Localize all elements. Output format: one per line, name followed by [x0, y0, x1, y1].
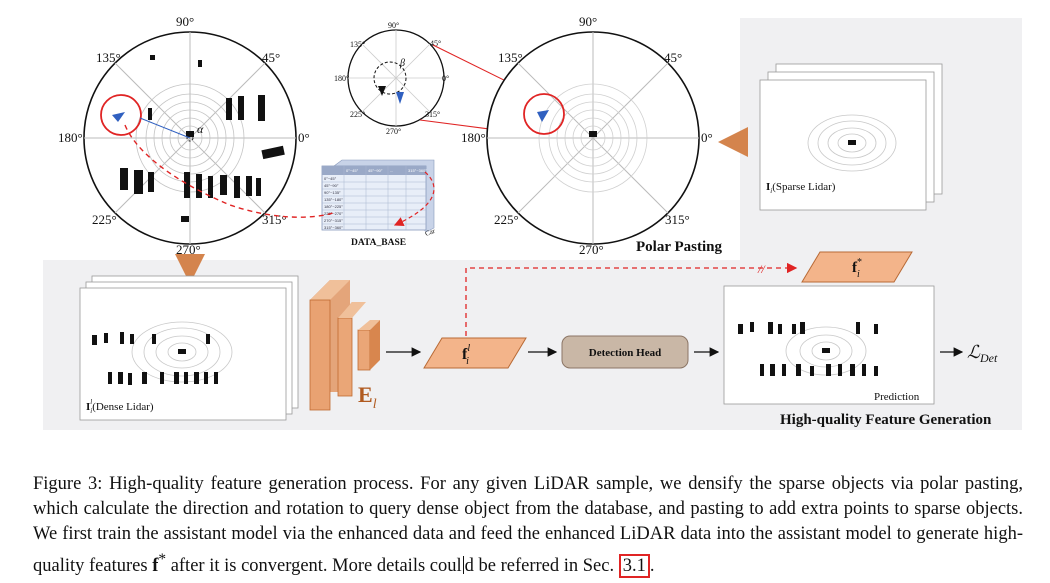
figure-caption: Figure 3: High-quality feature generatio…: [33, 472, 1023, 579]
db-row-label: 45°~90°: [324, 183, 339, 188]
encoder-label: El: [358, 382, 377, 412]
small-angle-315: 315°: [425, 110, 440, 119]
angle-315-label: 315°: [262, 212, 287, 227]
sparse-lidar-label: Ii(Sparse Lidar): [766, 181, 836, 195]
target-feature-label: f*i: [852, 257, 862, 280]
section-title: High-quality Feature Generation: [780, 412, 992, 428]
text-cursor: [462, 556, 464, 575]
caption-after-cursor: d be referred in Sec.: [464, 556, 619, 577]
db-header-cell: 45°~90°: [368, 168, 383, 173]
db-header-cell: 0°~45°: [346, 168, 359, 173]
figure-graphic: α 90° 135° 45° 180° 0° 225° 315° 270° β …: [43, 14, 1022, 430]
angle-270-label: 270°: [176, 242, 201, 257]
db-side-label: Car: [424, 227, 437, 238]
caption-end: .: [649, 556, 655, 577]
left-polar-plot: α 90° 135° 45° 180° 0° 225° 315° 270°: [58, 14, 310, 257]
prediction-box: Prediction: [723, 285, 935, 405]
caption-middle: after it is convergent. More details cou…: [166, 556, 462, 577]
stop-grad-mark: //: [757, 262, 766, 276]
small-angle-45: 45°: [430, 39, 441, 48]
angle-225-label: 225°: [92, 212, 117, 227]
beta-label: β: [399, 58, 405, 69]
r-angle-315: 315°: [665, 212, 690, 227]
database-label: DATA_BASE: [351, 238, 406, 248]
small-angle-270: 270°: [386, 127, 401, 136]
polar-pasting-title: Polar Pasting: [636, 239, 722, 255]
small-angle-0: 0°: [442, 74, 449, 83]
db-header-cell: 315°~360°: [408, 168, 427, 173]
r-angle-0: 0°: [701, 130, 713, 145]
database-table: 0°~45° 45°~90°... 315°~360° 0°~45° 45°~90° 9…: [321, 159, 437, 248]
prediction-label: Prediction: [874, 391, 920, 403]
query-path: [124, 124, 337, 218]
r-angle-45: 45°: [664, 50, 682, 65]
caption-f-sup: *: [158, 551, 167, 568]
db-row-label: 135°~180°: [324, 197, 343, 202]
angle-180-label: 180°: [58, 130, 83, 145]
alpha-label: α: [197, 122, 204, 136]
sparse-lidar-stack: Ii(Sparse Lidar): [759, 63, 943, 211]
db-row-label: 90°~135°: [324, 190, 341, 195]
r-angle-225: 225°: [494, 212, 519, 227]
db-row-label: 315°~360°: [324, 225, 343, 230]
encoder-block: El: [309, 280, 380, 412]
distill-path: [465, 262, 798, 336]
target-feature-box: f*i: [801, 251, 913, 283]
db-row-label: 225°~270°: [324, 211, 343, 216]
angle-0-label: 0°: [298, 130, 310, 145]
db-row-label: 180°~225°: [324, 204, 343, 209]
caption-f-symbol: f: [152, 556, 159, 577]
small-angle-180: 180°: [334, 74, 349, 83]
db-row-label: 0°~45°: [324, 176, 337, 181]
loss-label: ℒDet: [967, 342, 998, 365]
detection-head-label: Detection Head: [589, 347, 661, 359]
angle-135-label: 135°: [96, 50, 121, 65]
r-angle-135: 135°: [498, 50, 523, 65]
detection-head: Detection Head: [561, 335, 689, 369]
angle-45-label: 45°: [262, 50, 280, 65]
db-header-cell: ...: [390, 168, 393, 173]
caption-prefix: Figure 3: High-quality feature generatio…: [33, 474, 1023, 577]
r-angle-90: 90°: [579, 14, 597, 29]
r-angle-270: 270°: [579, 242, 604, 257]
small-polar-plot: β 90° 135° 45° 180° 0° 225° 315° 270°: [334, 21, 449, 136]
small-angle-225: 225°: [350, 110, 365, 119]
small-angle-90: 90°: [388, 21, 399, 30]
r-angle-180: 180°: [461, 130, 486, 145]
section-ref-link[interactable]: 3.1: [618, 554, 650, 579]
right-polar-plot: 90° 135° 45° 180° 0° 225° 315° 270°: [461, 14, 713, 257]
small-angle-135: 135°: [350, 40, 365, 49]
db-row-label: 270°~315°: [324, 218, 343, 223]
angle-90-label: 90°: [176, 14, 194, 29]
